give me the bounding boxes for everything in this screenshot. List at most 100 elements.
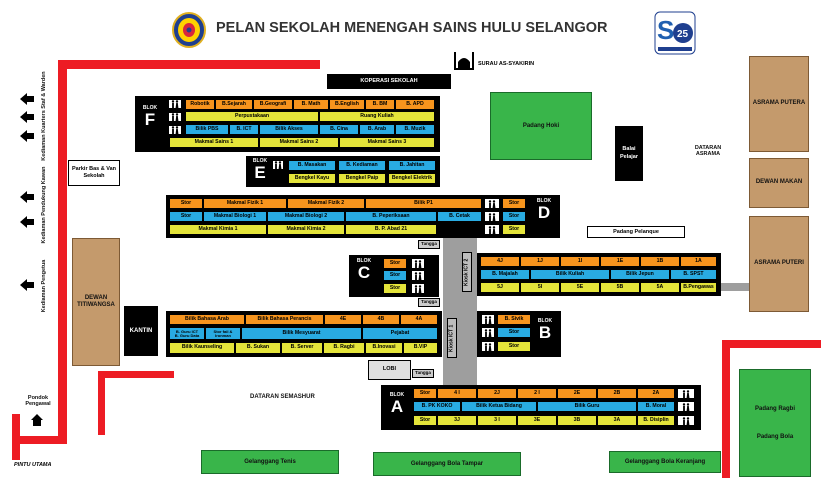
- blok-c-right: 4J 1J 1I 1E 1B 1A B. Majalah Bilik Kulia…: [477, 253, 721, 296]
- room-b-sejarah: B.Sejarah: [215, 99, 253, 110]
- house-icon: [30, 413, 44, 427]
- room-b-pengawas: B.Pengawas: [680, 282, 717, 293]
- room-stor: Stor: [502, 198, 526, 209]
- room-stor: Stor: [383, 270, 407, 281]
- toilet-icon: [411, 258, 425, 269]
- room-b-pk-koko: B. PK KOKO: [413, 401, 461, 412]
- room-stor: Stor: [169, 198, 203, 209]
- room-makmal-fizik-1: Makmal Fizik 1: [203, 198, 287, 209]
- room-b-ragbi: B. Ragbi: [323, 342, 365, 354]
- road-bottom-left: [12, 436, 67, 444]
- room-5e: 5E: [560, 282, 600, 293]
- toilet-icon: [484, 198, 500, 209]
- asrama-puteri: ASRAMA PUTERI: [749, 216, 809, 312]
- room-bilik-bahasa-perancis: Bilik Bahasa Perancis: [245, 314, 324, 325]
- room-perpustakaan: Perpustakaan: [185, 111, 319, 122]
- room-2a: 2A: [637, 388, 675, 399]
- room-b-sukan: B. Sukan: [235, 342, 281, 354]
- room-makmal-kimia-1: Makmal Kimia 1: [169, 224, 267, 235]
- label-kuarters-staf: Kediaman Kuarters Staf & Warden: [41, 71, 47, 161]
- room-2i: 2 I: [517, 388, 557, 399]
- toilet-icon: [168, 125, 182, 135]
- room-4j: 4J: [480, 256, 520, 267]
- room-5i: 5I: [520, 282, 560, 293]
- room-b-guru-ict-data: B. Guru ICT B. Guru Data: [169, 327, 205, 340]
- exit-arrow-bottom: [19, 278, 35, 292]
- room-b-jahitan: B. Jahitan: [388, 160, 436, 171]
- room-stor: Stor: [502, 211, 526, 222]
- room-stor: Stor: [497, 327, 531, 338]
- room-bilik-guru: Bilik Guru: [537, 401, 637, 412]
- room-makmal-fizik-2: Makmal Fizik 2: [287, 198, 365, 209]
- road-right-vertical: [722, 340, 730, 478]
- padang-ragbi-label: Padang Ragbi: [754, 406, 795, 412]
- toilet-icon: [677, 401, 695, 412]
- road-inner-vertical: [98, 371, 105, 435]
- gelanggang-bola-tampar: Gelanggang Bola Tampar: [373, 452, 521, 476]
- room-3a: 3A: [597, 415, 637, 426]
- balai-pelajar: Balai Pelajar: [615, 126, 643, 181]
- toilet-icon: [677, 415, 695, 426]
- room-bilik-kaunseling: Bilik Kaunseling: [169, 342, 235, 354]
- school-crest-logo: [172, 12, 206, 48]
- room-makmal-sains-1: Makmal Sains 1: [169, 137, 259, 148]
- room-4i: 4 I: [437, 388, 477, 399]
- room-stor: Stor: [383, 258, 407, 269]
- lobi: LOBI: [368, 360, 411, 380]
- kiosk-ict-2: Kiosk ICT 2: [462, 252, 472, 292]
- room-5j: 5J: [480, 282, 520, 293]
- svg-text:S: S: [657, 15, 674, 45]
- label-kuarters-pengetua: Kediaman Pengetua: [41, 259, 47, 313]
- room-2b: 2B: [597, 388, 637, 399]
- room-ruang-kuliah: Ruang Kuliah: [319, 111, 435, 122]
- room-5b: 5B: [600, 282, 640, 293]
- mosque-icon: [452, 48, 476, 72]
- room-bengkel-kayu: Bengkel Kayu: [288, 173, 336, 184]
- road-inner-horizontal: [98, 371, 174, 378]
- room-2j: 2J: [477, 388, 517, 399]
- gelanggang-bola-keranjang: Gelanggang Bola Keranjang: [609, 451, 721, 473]
- padang-ragbi-bola: Padang Ragbi Padang Bola: [739, 369, 811, 477]
- padang-hoki: Padang Hoki: [490, 92, 592, 160]
- toilet-icon: [272, 160, 284, 170]
- room-b-english: B.English: [329, 99, 365, 110]
- room-makmal-sains-2: Makmal Sains 2: [259, 137, 339, 148]
- room-b-guru-data: B. Guru Data: [174, 332, 200, 338]
- toilet-icon: [481, 314, 495, 325]
- room-makmal-sains-3: Makmal Sains 3: [339, 137, 435, 148]
- pintu-utama: PINTU UTAMA: [14, 462, 52, 468]
- room-stor: Stor: [497, 341, 531, 352]
- toilet-icon: [411, 283, 425, 294]
- room-1i: 1I: [560, 256, 600, 267]
- room-makmal-kimia-2: Makmal Kimia 2: [267, 224, 345, 235]
- room-3i: 3 I: [477, 415, 517, 426]
- room-2e: 2E: [557, 388, 597, 399]
- room-b-ict: B. ICT: [229, 124, 259, 135]
- room-b-peperiksaan: B. Peperiksaan: [345, 211, 437, 222]
- toilet-icon: [484, 211, 500, 222]
- room-3b: 3B: [557, 415, 597, 426]
- kantin: KANTIN: [124, 306, 158, 356]
- road-right-horizontal: [722, 340, 821, 348]
- room-1b: 1B: [640, 256, 680, 267]
- room-stor: Stor: [169, 211, 203, 222]
- room-b-spst: B. SPST: [670, 269, 717, 280]
- room-3j: 3J: [437, 415, 477, 426]
- page-title: PELAN SEKOLAH MENENGAH SAINS HULU SELANG…: [216, 20, 608, 36]
- room-b-cetak: B. Cetak: [437, 211, 482, 222]
- room-bilik-pbs: Bilik PBS: [185, 124, 229, 135]
- tangga-2: Tangga: [418, 298, 440, 307]
- road-top: [58, 60, 320, 69]
- gelanggang-tenis: Gelanggang Tenis: [201, 450, 339, 474]
- room-b-guru-ict: B. Guru ICT: [175, 328, 199, 334]
- room-3e: 3E: [517, 415, 557, 426]
- toilet-icon: [168, 99, 182, 109]
- asrama-putera: ASRAMA PUTERA: [749, 56, 809, 152]
